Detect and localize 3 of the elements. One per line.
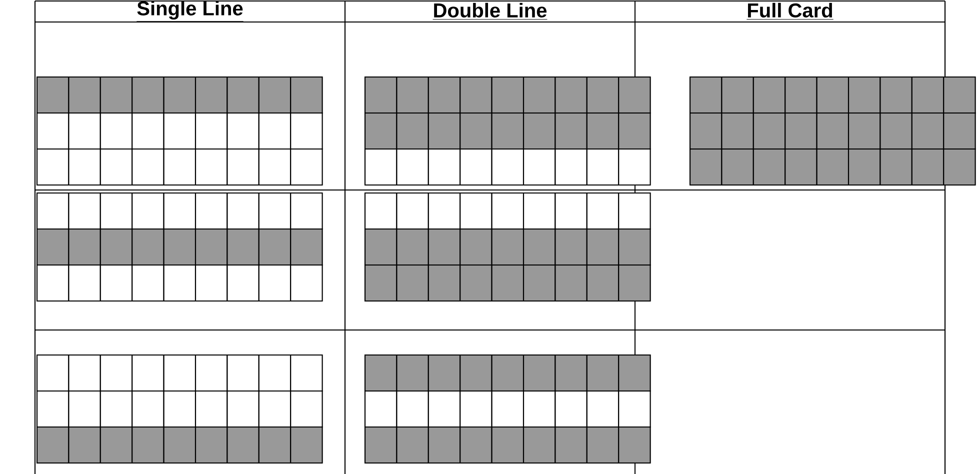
column-header: Single Line: [136, 0, 244, 22]
column-header: Full Card: [746, 2, 834, 20]
column-header: Double Line: [432, 2, 548, 20]
